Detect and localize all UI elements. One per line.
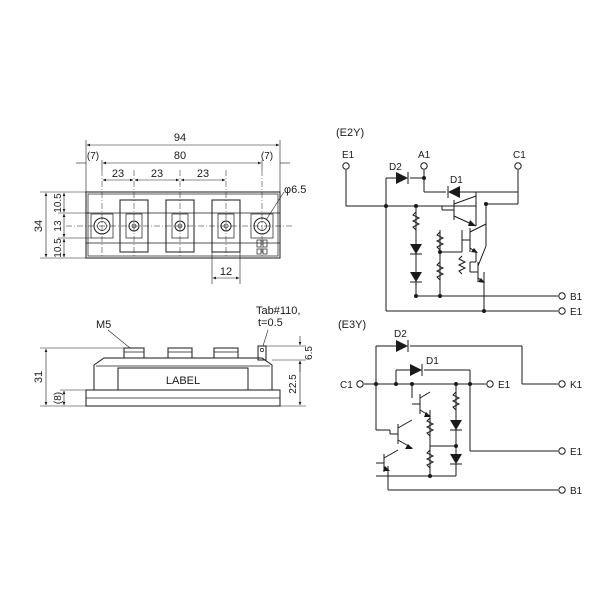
resistor-r3 xyxy=(435,261,445,281)
label-d2: D2 xyxy=(389,162,402,173)
diode-d1-e3y: D1 xyxy=(410,356,439,376)
dimension-side-right: 6.5 22.5 xyxy=(266,336,315,407)
e3y-wiring xyxy=(364,345,558,491)
label-d1: D1 xyxy=(450,175,463,186)
diode-d2-e3y: D2 xyxy=(394,329,409,352)
dimension-pitches: 23 23 23 xyxy=(102,168,226,182)
terminal-e1-out xyxy=(558,307,566,315)
screw-callout: M5 xyxy=(96,319,131,349)
side-height-total-label: 31 xyxy=(33,371,45,383)
label-b1-e3y: B1 xyxy=(570,486,583,497)
resistor-r2 xyxy=(435,231,445,251)
side-view: LABEL M5 Tab#110, t=0.5 xyxy=(33,305,315,407)
tab-label-line1: Tab#110, xyxy=(256,305,300,317)
resistor-e3y-r1 xyxy=(451,391,461,411)
label-c1: C1 xyxy=(513,150,526,161)
label-e1-top: E1 xyxy=(342,150,355,161)
label-d2-e3y: D2 xyxy=(394,329,407,340)
side-height-terminal-label: 6.5 xyxy=(304,346,315,360)
terminal-e1-top xyxy=(342,162,350,170)
transistor-e3y-q3 xyxy=(376,449,399,472)
dimension-overall-width: 94 xyxy=(85,132,281,192)
label-k1: K1 xyxy=(570,380,583,391)
body-label: LABEL xyxy=(166,375,200,387)
terminal-width-label: 12 xyxy=(220,266,232,278)
resistor-e3y-r3 xyxy=(425,449,435,469)
circuit-e3y-title: (E3Y) xyxy=(338,319,366,331)
screw-label: M5 xyxy=(96,319,111,331)
pitch-2-label: 23 xyxy=(151,168,163,180)
mounting-hole-right xyxy=(250,213,274,239)
dimension-side-heights: 31 (8) xyxy=(33,347,124,407)
edge-right-label: (7) xyxy=(261,151,273,162)
terminal-2 xyxy=(165,199,195,253)
transistor-q3 xyxy=(469,245,487,283)
label-b1: B1 xyxy=(570,292,583,303)
transistor-q1 xyxy=(441,195,477,227)
hole-span-label: 80 xyxy=(174,150,186,162)
label-c1-e3y: C1 xyxy=(340,380,353,391)
terminal-b1 xyxy=(558,292,566,300)
height-total-label: 34 xyxy=(33,220,45,232)
tab-label-line2: t=0.5 xyxy=(258,317,283,329)
transistor-e3y-q2 xyxy=(376,419,413,449)
label-d1-e3y: D1 xyxy=(426,356,439,367)
pitch-3-label: 23 xyxy=(197,168,209,180)
diode-e3y-p1 xyxy=(450,420,462,431)
height-top-label: 10.5 xyxy=(53,193,64,213)
side-view-body: LABEL xyxy=(85,345,281,407)
side-height-base-label: (8) xyxy=(53,392,64,404)
dimension-heights: 34 10.5 13 10.5 xyxy=(33,191,91,259)
height-mid-label: 13 xyxy=(53,220,64,232)
height-bottom-label: 10.5 xyxy=(53,238,64,258)
side-height-body-label: 22.5 xyxy=(288,374,299,394)
top-view: 94 80 (7) (7) 23 23 23 xyxy=(33,132,306,284)
terminal-3 xyxy=(211,199,241,253)
diode-d2: D2 xyxy=(389,162,409,184)
diode-d1: D1 xyxy=(447,175,463,198)
resistor-r1 xyxy=(411,211,421,231)
transistor-q2 xyxy=(462,223,487,253)
label-e1-out: E1 xyxy=(570,307,583,318)
overall-width-label: 94 xyxy=(174,132,186,144)
terminal-c1 xyxy=(514,162,522,170)
edge-left-label: (7) xyxy=(87,151,99,162)
diode-p2 xyxy=(410,272,422,283)
circuit-e2y-title: (E2Y) xyxy=(336,127,364,139)
terminal-c1-e3y xyxy=(356,380,364,388)
hole-diameter-label: φ6.5 xyxy=(284,184,306,196)
tab-callout: Tab#110, t=0.5 xyxy=(256,305,300,347)
transistor-e3y-q1 xyxy=(412,391,431,417)
terminal-b1-e3y xyxy=(558,486,566,494)
circuit-e3y: (E3Y) C1 E1 K1 E1 B1 xyxy=(338,319,583,497)
dimension-hole-span: 80 (7) (7) xyxy=(76,150,290,170)
terminal-k1 xyxy=(558,380,566,388)
label-a1: A1 xyxy=(418,150,431,161)
mounting-hole-left xyxy=(90,213,114,239)
terminal-e1-mid xyxy=(486,380,494,388)
control-pins xyxy=(256,239,268,255)
diode-e3y-p2 xyxy=(450,454,462,465)
terminal-1 xyxy=(119,199,149,253)
label-e1-e3y: E1 xyxy=(570,447,583,458)
diode-p1 xyxy=(410,244,422,255)
pitch-1-label: 23 xyxy=(112,168,124,180)
terminal-a1 xyxy=(420,162,428,170)
dimension-terminal-width: 12 xyxy=(211,252,241,284)
terminal-e1-e3y xyxy=(558,447,566,455)
resistor-r4 xyxy=(457,255,467,275)
label-e1-mid: E1 xyxy=(498,380,511,391)
resistor-e3y-r2 xyxy=(425,417,435,437)
circuit-e2y: (E2Y) E1 A1 C1 B1 E1 xyxy=(336,127,583,318)
dimension-hole-diameter: φ6.5 xyxy=(265,184,306,221)
